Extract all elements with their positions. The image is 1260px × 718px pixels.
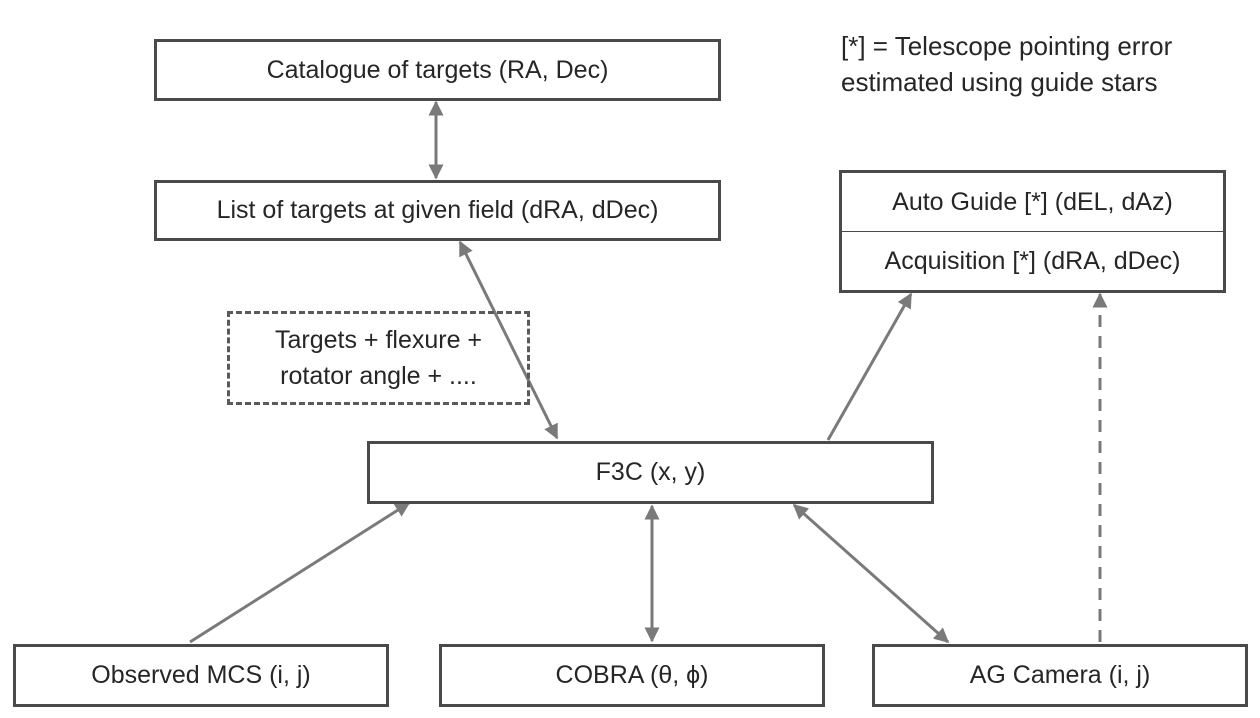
acquisition-box: Acquisition [*] (dRA, dDec) [839, 231, 1226, 293]
arrow-mcs-f3c [189, 501, 411, 644]
catalogue-box: Catalogue of targets (RA, Dec) [154, 39, 721, 101]
corrections-line-2: rotator angle + .... [280, 362, 477, 390]
ag-camera-label: AG Camera (i, j) [969, 661, 1151, 689]
acquisition-label: Acquisition [*] (dRA, dDec) [884, 246, 1181, 275]
target-list-label: List of targets at given field (dRA, dDe… [216, 196, 659, 224]
cobra-box: COBRA (θ, ϕ) [439, 644, 825, 707]
arrow-f3c-agcamera [792, 503, 950, 644]
catalogue-label: Catalogue of targets (RA, Dec) [266, 55, 609, 84]
legend-line-1: [*] = Telescope pointing error [841, 31, 1173, 61]
corrections-line-1: Targets + flexure + [274, 326, 483, 354]
corrections-dashed-box: Targets + flexure + rotator angle + .... [227, 311, 530, 405]
ag-camera-box: AG Camera (i, j) [872, 644, 1248, 707]
auto-guide-label: Auto Guide [*] (dEL, dAz) [892, 188, 1173, 216]
cobra-label: COBRA (θ, ϕ) [555, 661, 709, 689]
f3c-label: F3C (x, y) [595, 458, 706, 486]
f3c-box: F3C (x, y) [367, 441, 934, 504]
legend-note: [*] = Telescope pointing error estimated… [841, 28, 1172, 100]
arrow-f3c-acquisition [826, 292, 913, 441]
observed-mcs-box: Observed MCS (i, j) [13, 644, 389, 707]
auto-guide-box: Auto Guide [*] (dEL, dAz) [839, 170, 1226, 233]
arrow-list-f3c [458, 240, 559, 440]
legend-line-2: estimated using guide stars [841, 67, 1158, 97]
target-list-box: List of targets at given field (dRA, dDe… [154, 180, 721, 241]
observed-mcs-label: Observed MCS (i, j) [91, 661, 311, 689]
